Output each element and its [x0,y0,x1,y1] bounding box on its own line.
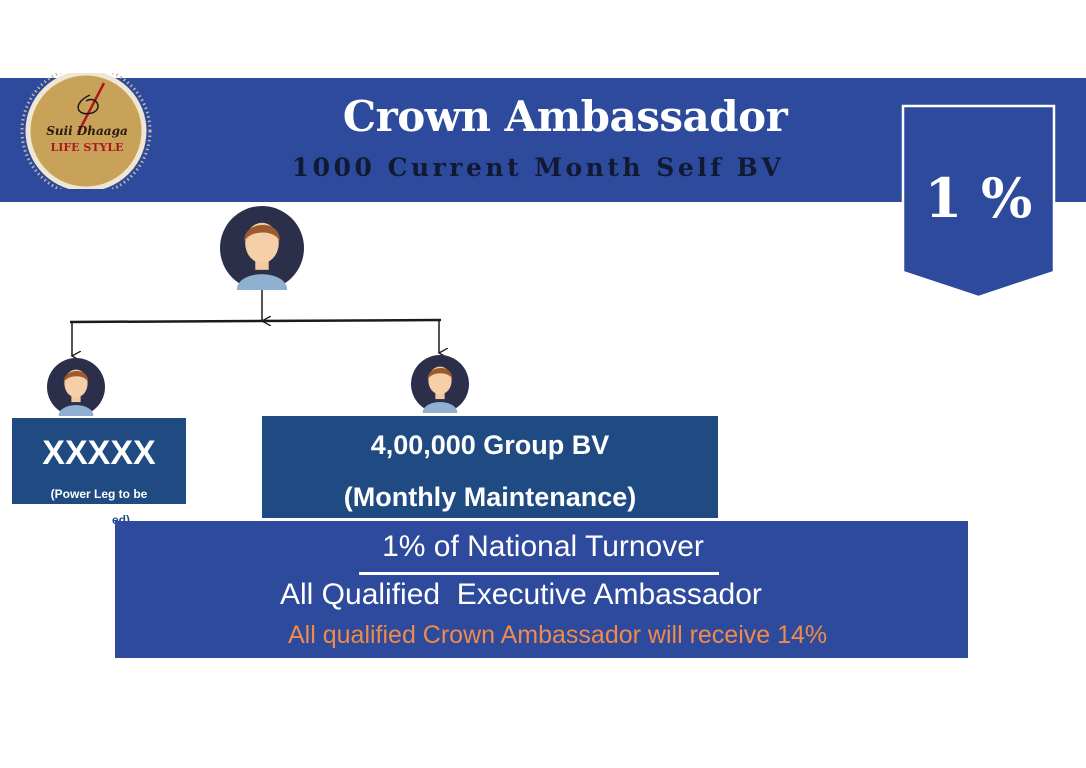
page-title: Crown Ambassador [342,92,788,141]
person-avatar-icon [411,355,469,413]
percentage-badge [901,104,1056,299]
reward-turnover: 1% of National Turnover [382,530,704,563]
power-leg-name: XXXXX [42,434,156,472]
group-bv-box [262,416,718,518]
logo-tagline: LIFE STYLE [50,141,124,154]
person-avatar-icon [220,206,304,290]
group-bv-label: 4,00,000 Group BV [370,430,610,460]
badge-value: 1 % [924,166,1033,230]
reward-qualification: All Qualified Executive Ambassador [280,578,762,611]
brand-logo [20,73,152,189]
maintenance-label: (Monthly Maintenance) [343,482,637,512]
power-leg-box [12,418,186,504]
reward-info-box [115,521,968,658]
logo-name: Suii Dhaaga [46,124,128,138]
reward-divider [359,572,719,575]
power-leg-note: (Power Leg to be [50,487,148,501]
page-subtitle: 1000 Current Month Self BV [291,153,785,182]
reward-note: All qualified Crown Ambassador will rece… [288,621,828,649]
person-avatar-icon [47,358,105,416]
needle-and-thread-icon [76,82,106,134]
